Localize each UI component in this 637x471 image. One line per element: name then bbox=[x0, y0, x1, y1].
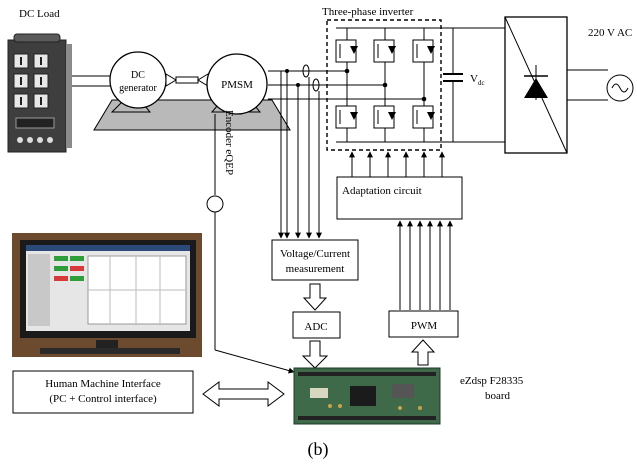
ac-source-label: 220 V AC bbox=[588, 27, 632, 39]
vc-measurement-label-2: measurement bbox=[286, 263, 345, 275]
hmi-label-1: Human Machine Interface bbox=[45, 378, 161, 390]
measurement-to-adc-arrow bbox=[302, 283, 328, 311]
hmi-photo bbox=[12, 233, 202, 357]
dc-generator-label-1: DC bbox=[131, 70, 145, 81]
adaptation-circuit-box bbox=[336, 176, 463, 220]
inverter-label: Three-phase inverter bbox=[322, 6, 414, 18]
pmsm-label: PMSM bbox=[221, 79, 253, 91]
dsp-board-image bbox=[293, 367, 441, 425]
dsp-to-pwm-arrow bbox=[410, 339, 436, 366]
pwm-label: PWM bbox=[411, 320, 438, 332]
adaptation-circuit-label: Adaptation circuit bbox=[342, 185, 422, 197]
vc-measurement-label-1: Voltage/Current bbox=[280, 248, 350, 260]
hmi-dsp-bidirectional-arrow bbox=[202, 381, 285, 407]
dc-load-label: DC Load bbox=[19, 8, 60, 20]
hmi-label-2: (PC + Control interface) bbox=[49, 393, 157, 405]
vdc-label: Vdc bbox=[470, 73, 485, 87]
inverter-switches bbox=[335, 28, 434, 142]
dc-load-image bbox=[7, 33, 72, 153]
figure-caption: (b) bbox=[308, 439, 329, 460]
vc-measurement-box bbox=[271, 239, 359, 281]
inverter-boundary bbox=[326, 19, 442, 151]
dsp-label-2: board bbox=[485, 390, 511, 402]
pmsm-motor bbox=[206, 53, 268, 115]
encoder-sensor bbox=[206, 195, 224, 213]
adc-to-dsp-arrow bbox=[301, 340, 329, 369]
dsp-label-1: eZdsp F28335 bbox=[460, 375, 524, 387]
adc-label: ADC bbox=[304, 321, 327, 333]
pwm-box bbox=[388, 310, 459, 338]
dc-generator-label-2: generator bbox=[119, 83, 157, 94]
hmi-box bbox=[12, 370, 194, 414]
encoder-label: Encoder eQEP bbox=[223, 110, 235, 175]
shaft-coupling bbox=[165, 73, 177, 87]
phase-lines bbox=[268, 70, 424, 100]
adc-box bbox=[292, 311, 341, 339]
